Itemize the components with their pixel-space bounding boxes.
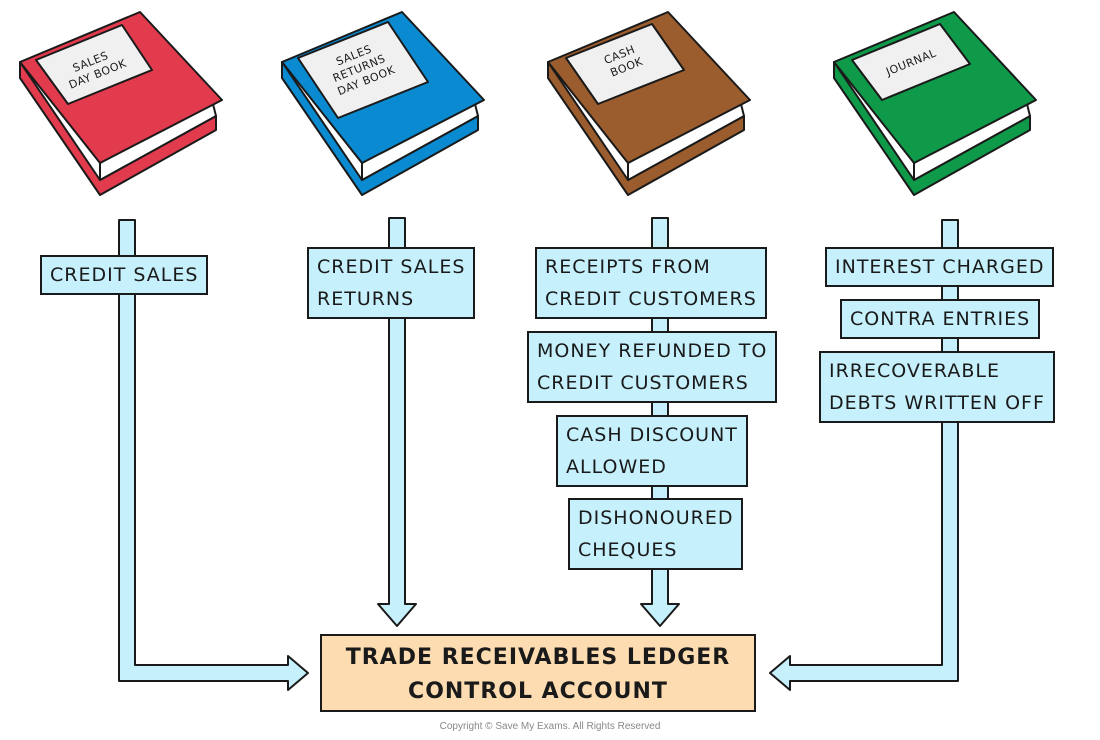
label-line: ALLOWED	[566, 456, 667, 478]
label-line: IRRECOVERABLE	[829, 360, 1000, 382]
label-receipts-from-credit-customers: RECEIPTS FROM CREDIT CUSTOMERS	[535, 247, 767, 319]
target-line: CONTROL ACCOUNT	[408, 679, 668, 704]
label-irrecoverable-debts: IRRECOVERABLE DEBTS WRITTEN OFF	[819, 351, 1055, 423]
sales-day-book-icon	[19, 11, 223, 196]
label-line: CREDIT CUSTOMERS	[537, 372, 749, 394]
label-line: INTEREST CHARGED	[835, 256, 1045, 278]
label-line: CASH DISCOUNT	[566, 424, 738, 446]
label-credit-sales-returns: CREDIT SALES RETURNS	[307, 247, 476, 319]
trade-receivables-control-account: TRADE RECEIVABLES LEDGER CONTROL ACCOUNT	[320, 634, 756, 712]
journal-icon	[833, 11, 1037, 196]
label-money-refunded: MONEY REFUNDED TO CREDIT CUSTOMERS	[527, 331, 778, 403]
label-interest-charged: INTEREST CHARGED	[825, 247, 1055, 287]
sales-returns-day-book-icon	[281, 11, 485, 196]
label-credit-sales: CREDIT SALES	[40, 255, 209, 295]
label-line: MONEY REFUNDED TO	[537, 340, 768, 362]
label-line: CREDIT SALES	[317, 256, 466, 278]
label-line: CHEQUES	[578, 539, 678, 561]
label-cash-discount-allowed: CASH DISCOUNT ALLOWED	[556, 415, 748, 487]
label-line: CONTRA ENTRIES	[850, 308, 1031, 330]
target-line: TRADE RECEIVABLES LEDGER	[345, 645, 731, 670]
arrow-journal	[769, 219, 959, 691]
label-line: RECEIPTS FROM	[545, 256, 711, 278]
copyright-notice: Copyright © Save My Exams. All Rights Re…	[439, 721, 661, 732]
label-line: DISHONOURED	[578, 507, 734, 529]
label-line: CREDIT SALES	[50, 264, 199, 286]
label-dishonoured-cheques: DISHONOURED CHEQUES	[568, 498, 744, 570]
label-line: CREDIT CUSTOMERS	[545, 288, 757, 310]
arrow-sales-day-book	[118, 219, 309, 691]
label-line: RETURNS	[317, 288, 415, 310]
label-contra-entries: CONTRA ENTRIES	[840, 299, 1041, 339]
cash-book-icon	[547, 11, 751, 196]
label-line: DEBTS WRITTEN OFF	[829, 392, 1045, 414]
